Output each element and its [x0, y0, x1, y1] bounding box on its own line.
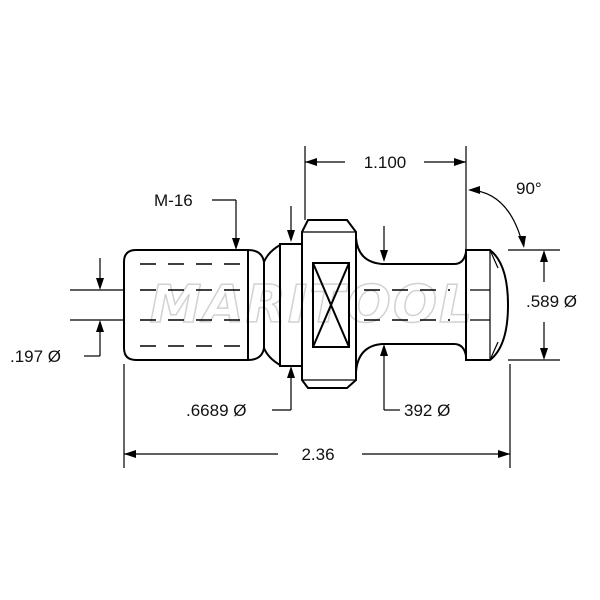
dim-angle: 90° [468, 179, 542, 248]
dim-overall-length-label: 2.36 [301, 445, 334, 464]
dim-thread-label: M-16 [154, 191, 193, 210]
dim-head-diameter-label: .589 Ø [526, 292, 577, 311]
dim-collar-diameter: .6689 Ø [186, 366, 295, 420]
dim-length-1100-label: 1.100 [364, 153, 407, 172]
dim-collar-top-arrow [287, 206, 295, 242]
dim-overall-length: 2.36 [123, 364, 511, 468]
dim-shank-diameter: 392 Ø [380, 344, 450, 420]
threaded-section [123, 249, 249, 361]
part-outline [123, 219, 510, 389]
pull-stud-head [465, 249, 510, 361]
dim-angle-label: 90° [516, 179, 542, 198]
dim-shank-top-arrow [380, 226, 388, 262]
dim-shank-diameter-label: 392 Ø [404, 401, 450, 420]
watermark: MARITOOL [150, 275, 474, 335]
dim-collar-diameter-label: .6689 Ø [186, 401, 247, 420]
shank [355, 237, 467, 373]
dim-end-diameter-label: .197 Ø [10, 347, 61, 366]
dim-thread: M-16 [154, 191, 240, 250]
dim-head-diameter: .589 Ø [508, 249, 577, 361]
hex-detail [312, 262, 350, 348]
dim-end-diameter: .197 Ø [10, 258, 124, 366]
hidden-lines [140, 263, 490, 347]
dim-length-1100: 1.100 [304, 146, 467, 250]
